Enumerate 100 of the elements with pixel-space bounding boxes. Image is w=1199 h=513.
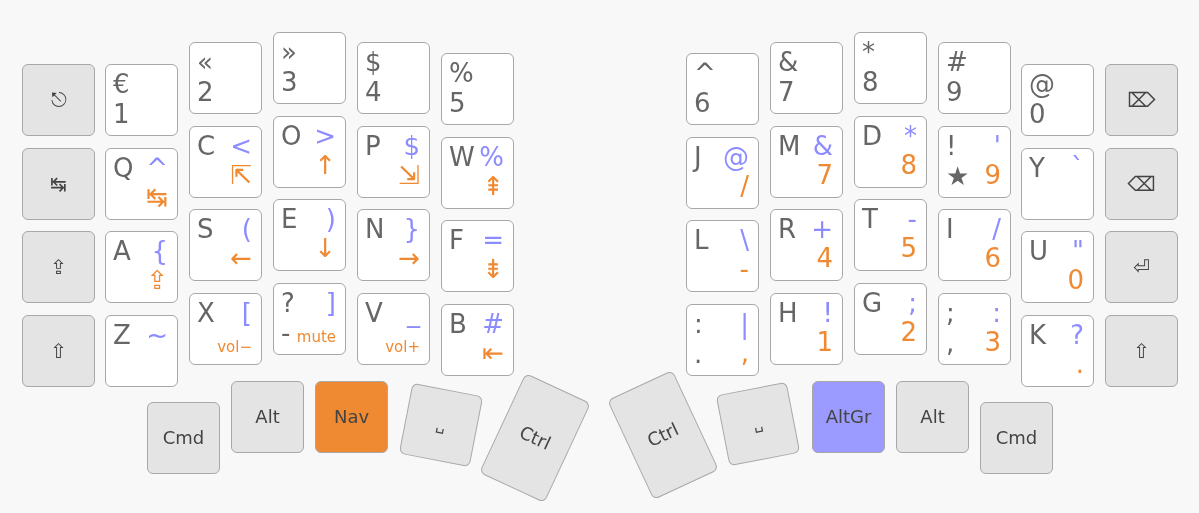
symbol-layer-legend: & bbox=[812, 132, 833, 159]
key-legend: P bbox=[365, 132, 381, 159]
symbol-layer-legend: = bbox=[482, 227, 504, 254]
key-legend: 2 bbox=[197, 79, 214, 105]
key-legend: K bbox=[1029, 322, 1047, 349]
key-legend: L bbox=[694, 227, 709, 254]
key-label: Ctrl bbox=[644, 419, 681, 450]
keycap bbox=[357, 125, 430, 198]
nav-layer-legend: 3 bbox=[984, 329, 1001, 356]
keycap bbox=[441, 53, 514, 125]
modifier-keycap bbox=[231, 381, 304, 453]
symbol-layer-legend: * bbox=[904, 122, 917, 149]
keycap bbox=[686, 136, 759, 209]
key-legend: J bbox=[694, 143, 702, 170]
modifier-keycap bbox=[22, 315, 95, 388]
key-legend: E bbox=[281, 206, 298, 233]
symbol-layer-legend: ( bbox=[241, 216, 252, 243]
modifier-keycap bbox=[1105, 315, 1178, 388]
symbol-layer-legend: | bbox=[740, 311, 749, 338]
symbol-layer-legend: / bbox=[992, 216, 1001, 243]
keycap bbox=[770, 293, 843, 366]
key-legend: Y bbox=[1029, 154, 1045, 181]
key-label: ⇧ bbox=[1133, 341, 1150, 362]
key-legend: U bbox=[1029, 238, 1049, 265]
key-label: ⏎ bbox=[1133, 257, 1150, 278]
keycap bbox=[441, 304, 514, 377]
key-legend: F bbox=[449, 227, 464, 254]
keycap bbox=[770, 42, 843, 114]
symbol-layer-legend: { bbox=[151, 238, 168, 265]
key-legend: S bbox=[197, 216, 214, 243]
keycap bbox=[105, 64, 178, 136]
nav-layer-legend: ↹ bbox=[146, 183, 168, 210]
key-label: ⇧ bbox=[50, 341, 67, 362]
nav-layer-legend: vol− bbox=[217, 340, 252, 356]
nav-layer-legend: vol+ bbox=[385, 340, 420, 356]
keycap bbox=[686, 304, 759, 377]
modifier-keycap bbox=[22, 64, 95, 136]
keycap bbox=[1021, 64, 1094, 136]
altgr-layer-keycap bbox=[812, 381, 885, 453]
symbol-layer-legend: ) bbox=[325, 206, 336, 233]
key-legend: ^ bbox=[694, 60, 716, 86]
key-legend: % bbox=[449, 60, 474, 86]
nav-layer-legend: ⇱ bbox=[230, 161, 252, 188]
keycap bbox=[686, 53, 759, 125]
key-legend: B bbox=[449, 311, 467, 338]
key-label: Cmd bbox=[162, 429, 205, 447]
keycap bbox=[938, 125, 1011, 198]
nav-layer-legend: . bbox=[1075, 351, 1084, 378]
key-legend: 1 bbox=[113, 101, 130, 127]
key-legend: 0 bbox=[1029, 101, 1046, 127]
key-legend: ; bbox=[946, 300, 955, 327]
keycap bbox=[357, 293, 430, 366]
key-legend: ! bbox=[946, 132, 957, 159]
nav-layer-legend: ⇤ bbox=[482, 340, 504, 367]
key-legend: . bbox=[694, 341, 703, 368]
keycap bbox=[105, 315, 178, 388]
keycap bbox=[770, 125, 843, 198]
nav-layer-legend: 6 bbox=[984, 245, 1001, 272]
symbol-layer-legend: : bbox=[992, 300, 1001, 327]
modifier-keycap bbox=[22, 147, 95, 220]
key-legend: 4 bbox=[365, 79, 382, 105]
keycap bbox=[273, 115, 346, 188]
key-legend: 7 bbox=[778, 79, 795, 105]
key-label: Alt bbox=[255, 408, 280, 426]
nav-layer-legend: ↑ bbox=[314, 151, 336, 178]
keycap bbox=[441, 136, 514, 209]
nav-layer-keycap bbox=[315, 381, 388, 453]
key-label: Alt bbox=[920, 408, 945, 426]
modifier-keycap bbox=[147, 402, 220, 474]
key-legend: # bbox=[946, 49, 968, 75]
key-legend: Z bbox=[113, 322, 131, 349]
keycap bbox=[938, 209, 1011, 282]
keycap bbox=[273, 199, 346, 272]
nav-layer-legend: ⇟ bbox=[482, 256, 504, 283]
key-label: ⌦ bbox=[1127, 90, 1156, 110]
key-legend: X bbox=[197, 300, 215, 327]
keycap bbox=[770, 209, 843, 282]
keycap bbox=[357, 42, 430, 114]
key-label: ␣ bbox=[751, 415, 765, 433]
symbol-layer-legend: " bbox=[1072, 238, 1084, 265]
keycap bbox=[854, 115, 927, 188]
key-legend: R bbox=[778, 216, 797, 243]
key-label: ␣ bbox=[434, 416, 447, 434]
symbol-layer-legend: ; bbox=[908, 290, 917, 317]
symbol-layer-legend: ! bbox=[822, 300, 833, 327]
key-label: Ctrl bbox=[516, 422, 553, 453]
modifier-keycap bbox=[1105, 231, 1178, 304]
key-legend: I bbox=[946, 216, 954, 243]
symbol-layer-legend: % bbox=[479, 143, 504, 170]
key-legend: T bbox=[862, 206, 878, 233]
key-legend: N bbox=[365, 216, 385, 243]
key-legend: @ bbox=[1029, 71, 1055, 97]
modifier-keycap bbox=[896, 381, 969, 453]
symbol-layer-legend: - bbox=[907, 206, 917, 233]
keycap bbox=[189, 209, 262, 282]
keycap bbox=[273, 32, 346, 104]
key-legend: M bbox=[778, 132, 801, 159]
key-legend: H bbox=[778, 300, 798, 327]
nav-layer-legend: 5 bbox=[900, 235, 917, 262]
symbol-layer-legend: > bbox=[314, 122, 336, 149]
